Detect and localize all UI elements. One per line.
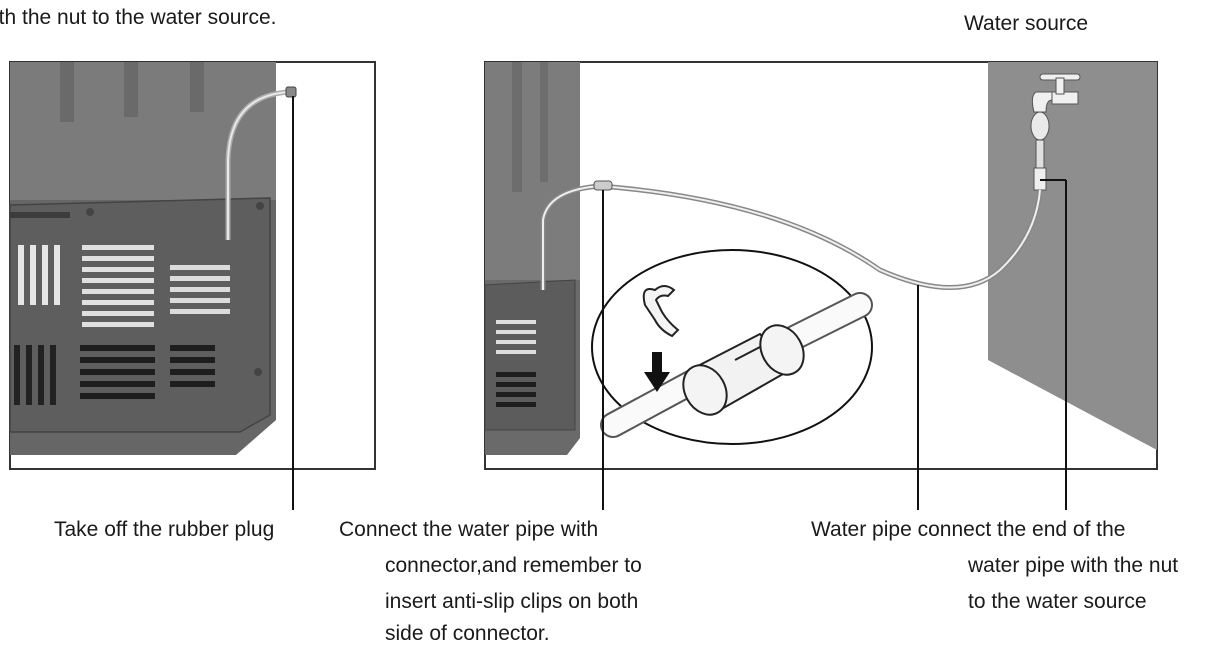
- anti-slip-clip-icon: [642, 285, 680, 338]
- faucet-icon: [1030, 73, 1081, 191]
- right-panel: [484, 61, 1158, 470]
- pipe-connector-icon: [682, 324, 805, 416]
- water-pipe-callout-line3: to the water source: [968, 590, 1147, 613]
- connect-pipe-callout-line4: side of connector.: [385, 622, 550, 645]
- connect-pipe-callout-line2: connector,and remember to: [385, 554, 642, 577]
- left-panel: [9, 61, 376, 470]
- leader-lines: [292, 96, 1067, 510]
- down-arrow-icon: [644, 352, 670, 392]
- connect-pipe-callout-line3: insert anti-slip clips on both: [385, 590, 639, 613]
- water-pipe-callout-line2: water pipe with the nut: [968, 554, 1179, 577]
- connect-pipe-callout-line1: Connect the water pipe with: [339, 518, 599, 541]
- rubber-plug-callout: Take off the rubber plug: [54, 518, 275, 541]
- water-pipe-callout-line1: Water pipe connect the end of the: [811, 518, 1126, 541]
- water-source-label: Water source: [964, 12, 1089, 35]
- top-caption: ith the nut to the water source.: [0, 6, 277, 29]
